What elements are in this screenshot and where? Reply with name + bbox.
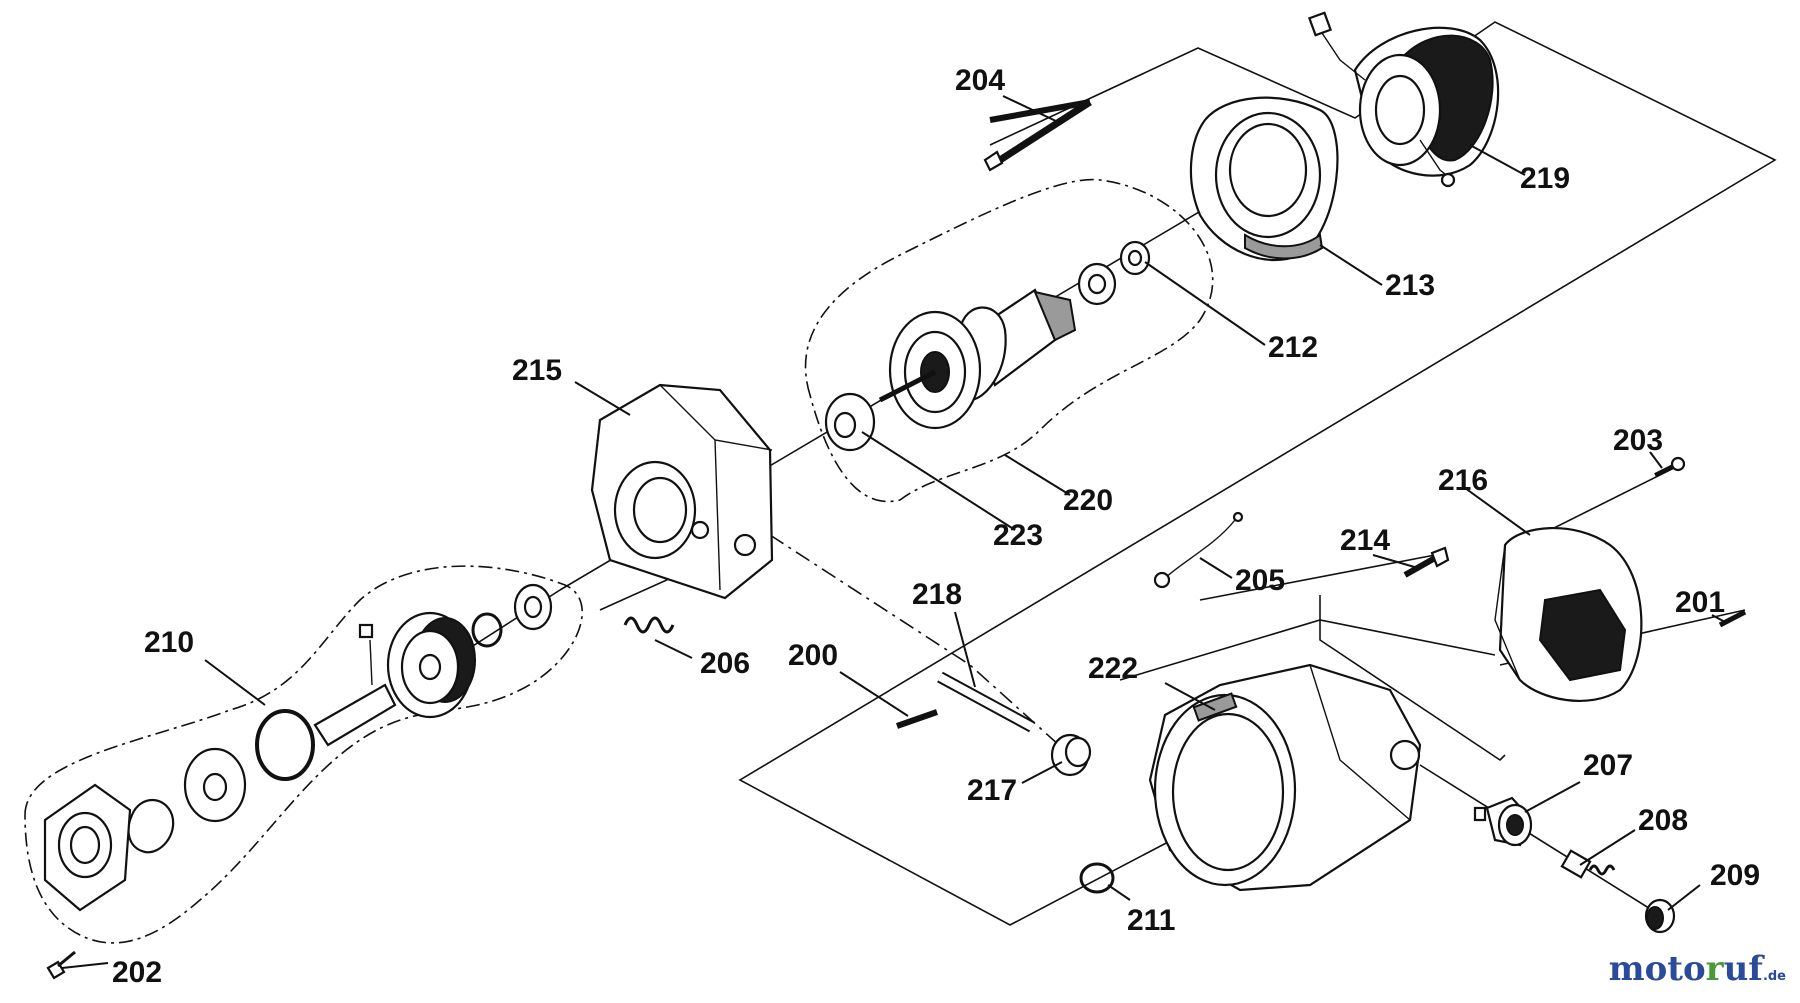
part-label-208: 208 — [1638, 804, 1688, 837]
bearing-223 — [824, 392, 876, 452]
part-label-210: 210 — [144, 626, 194, 659]
leader-201 — [1711, 614, 1726, 623]
part-label-200: 200 — [788, 639, 838, 672]
screw-214 — [1403, 546, 1450, 578]
spring-206 — [623, 616, 675, 634]
shaft-218 — [937, 671, 1035, 733]
leader-220 — [1004, 454, 1071, 496]
leader-212 — [1144, 261, 1266, 346]
part-label-214: 214 — [1340, 524, 1390, 557]
leader-203 — [1649, 451, 1663, 469]
stator-219 — [1307, 11, 1500, 188]
part-label-207: 207 — [1583, 749, 1633, 782]
watermark-part-b: r — [1705, 949, 1724, 989]
watermark-part-a: moto — [1608, 949, 1706, 989]
o-ring-211 — [1079, 862, 1115, 894]
part-label-202: 202 — [112, 956, 162, 989]
screw-203 — [1654, 456, 1686, 477]
part-label-209: 209 — [1710, 859, 1760, 892]
part-label-205: 205 — [1235, 564, 1285, 597]
screw-201 — [1718, 609, 1747, 628]
leader-209 — [1667, 884, 1701, 911]
bolt-204 — [983, 99, 1092, 172]
part-label-219: 219 — [1520, 162, 1570, 195]
part-label-217: 217 — [967, 774, 1017, 807]
part-label-201: 201 — [1675, 586, 1725, 619]
gear-shaft-assembly-210 — [43, 583, 553, 912]
leader-204 — [1002, 95, 1059, 123]
leader-207 — [1524, 781, 1581, 813]
part-label-204: 204 — [955, 64, 1005, 97]
axis-housing-bracket — [1319, 595, 1506, 762]
part-label-211: 211 — [1127, 904, 1175, 937]
watermark-logo: motoruf.de — [1609, 949, 1786, 989]
leader-206 — [654, 639, 693, 659]
axis-brush — [1419, 764, 1661, 916]
brush-holder-207 — [1473, 796, 1533, 847]
leader-219 — [1469, 144, 1526, 176]
brush-cap-209 — [1644, 898, 1676, 934]
end-cap-216 — [1494, 527, 1643, 702]
leader-202 — [61, 962, 109, 969]
part-label-206: 206 — [700, 647, 750, 680]
armature-220 — [878, 288, 1077, 430]
cable-205 — [1153, 511, 1244, 589]
part-label-223: 223 — [993, 519, 1043, 552]
part-label-218: 218 — [912, 578, 962, 611]
leader-210 — [204, 659, 266, 706]
motor-housing-222 — [1148, 663, 1422, 892]
watermark-part-c: uf — [1723, 949, 1763, 989]
leader-217 — [1021, 761, 1063, 784]
watermark-suffix: .de — [1762, 969, 1786, 984]
gear-housing-215 — [590, 383, 774, 600]
leader-214 — [1372, 554, 1419, 569]
pin-200 — [896, 709, 938, 729]
part-label-213: 213 — [1385, 269, 1435, 302]
leader-211 — [1107, 884, 1131, 901]
bearing-212 — [1077, 240, 1151, 306]
screw-202 — [46, 950, 76, 980]
leader-215 — [574, 381, 631, 416]
leader-208 — [1579, 829, 1636, 866]
leader-213 — [1319, 244, 1383, 286]
part-label-212: 212 — [1268, 331, 1318, 364]
part-label-215: 215 — [512, 354, 562, 387]
axis-housing-top — [1119, 619, 1496, 681]
group-outline-220 — [804, 178, 1214, 503]
axis-rear-bracket — [738, 21, 1777, 926]
cap-217 — [1050, 733, 1092, 777]
leader-200 — [839, 671, 909, 717]
leader-222 — [1164, 682, 1216, 711]
leader-223 — [861, 431, 1016, 531]
leader-218 — [954, 611, 976, 688]
fan-baffle-213 — [1189, 96, 1339, 262]
part-label-220: 220 — [1063, 484, 1113, 517]
part-label-222: 222 — [1088, 652, 1138, 685]
leader-216 — [1464, 487, 1531, 536]
carbon-brush-208 — [1560, 849, 1616, 879]
leader-205 — [1199, 557, 1233, 579]
group-outline-210 — [24, 565, 583, 944]
part-label-203: 203 — [1613, 424, 1663, 457]
part-label-216: 216 — [1438, 464, 1488, 497]
